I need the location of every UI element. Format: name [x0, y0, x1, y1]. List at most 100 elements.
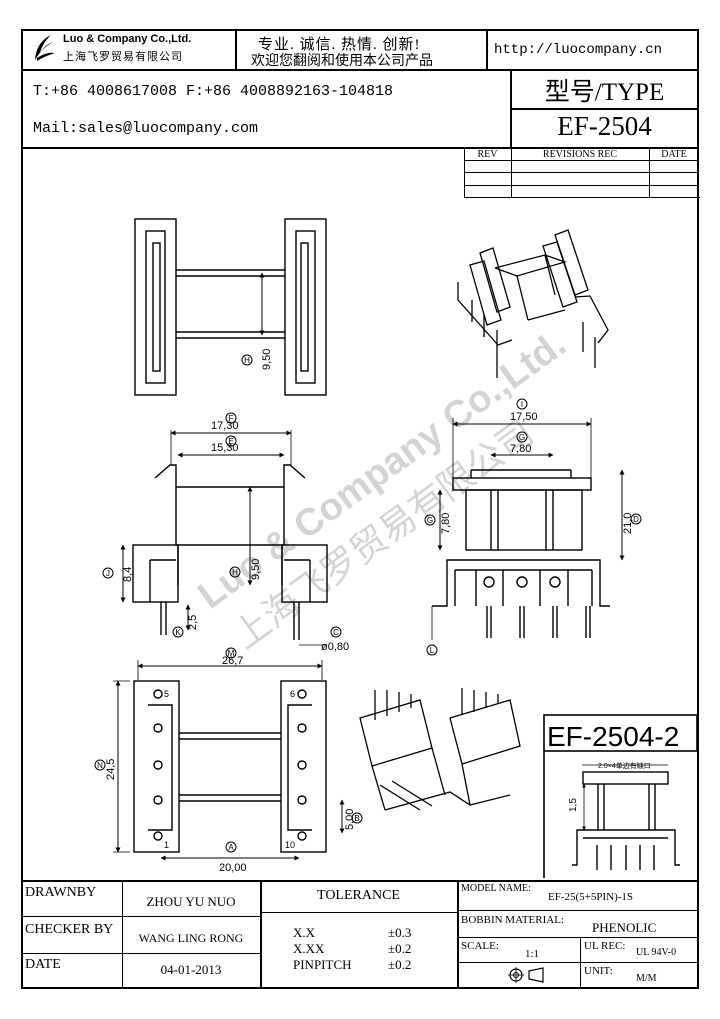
- marker-l: L: [426, 644, 438, 656]
- footer-row-line: [21, 953, 260, 954]
- footer-col-line: [580, 937, 581, 989]
- bobbin-value: PHENOLIC: [592, 920, 657, 935]
- footer-row-line: [457, 937, 699, 938]
- marker-j: J: [102, 567, 114, 579]
- marker-n-text: N: [97, 761, 103, 770]
- revisions-col-line: [511, 147, 512, 197]
- marker-g-2: G: [424, 514, 436, 526]
- revisions-row-line: [464, 185, 699, 186]
- dim-h-label: 9,50: [261, 349, 273, 370]
- detail-dim-s1: 1,5: [568, 798, 579, 812]
- marker-j-text: J: [106, 569, 110, 578]
- type-value: EF-2504: [557, 111, 652, 141]
- footer-row-line: [21, 916, 260, 917]
- technical-drawing: Luo & Company Co.,Ltd. 上海飞罗贸易有限公司: [94, 218, 698, 878]
- isometric-view: [457, 229, 609, 378]
- detail-dim-s2: 2.0×4单边有缺口: [598, 761, 651, 770]
- marker-b: B: [351, 812, 363, 824]
- model-value: EF-25(5+5PIN)-1S: [548, 891, 634, 903]
- date-value: 04-01-2013: [160, 962, 222, 977]
- end-view: [431, 418, 625, 640]
- revisions-row-line: [464, 172, 699, 173]
- company-url[interactable]: http://luocompany.cn: [494, 42, 663, 58]
- marker-m-text: M: [228, 649, 235, 658]
- dim-b-label: 5,00: [344, 809, 356, 830]
- dim-c-label: ø0,80: [321, 641, 349, 653]
- scale-label: SCALE:: [461, 940, 499, 952]
- company-slogan-1: 专业. 诚信. 热情. 创新!: [258, 37, 421, 53]
- ul-label: UL REC:: [584, 940, 626, 952]
- marker-h-2: H: [229, 566, 241, 578]
- revisions-row-line: [464, 160, 699, 161]
- drawing-frame: [21, 29, 699, 989]
- footer-col-line: [122, 880, 123, 989]
- revisions-col-rec: REVISIONS REC: [542, 149, 618, 160]
- marker-g-2-text: G: [427, 516, 433, 525]
- date-label: DATE: [25, 957, 61, 972]
- footer-col-line: [457, 880, 459, 989]
- marker-k-text: K: [175, 628, 181, 637]
- ul-value: UL 94V-0: [636, 947, 677, 958]
- marker-c-text: C: [333, 628, 339, 637]
- header-divider: [235, 29, 237, 70]
- dim-i-label: 17,50: [510, 411, 538, 423]
- company-name-en: Luo & Company Co.,Ltd.: [63, 33, 192, 45]
- dim-n-label: 24,5: [105, 759, 117, 780]
- pin-5: 5: [164, 689, 169, 699]
- contact-mail[interactable]: Mail:sales@luocompany.com: [33, 120, 259, 137]
- tol-x-label: X.X: [293, 925, 316, 940]
- projection-symbol-icon: [507, 966, 547, 984]
- detail-title: EF-2504-2: [547, 721, 679, 752]
- pin-6: 6: [290, 689, 295, 699]
- marker-b-text: B: [354, 814, 359, 823]
- tol-pin-value: ±0.2: [388, 957, 412, 972]
- header-bottom-line: [21, 147, 699, 149]
- unit-label: UNIT:: [584, 965, 613, 977]
- marker-c: C: [330, 626, 342, 638]
- marker-h-1: H: [241, 354, 253, 366]
- marker-h-2-text: H: [232, 568, 238, 577]
- footer-col-line: [260, 880, 262, 989]
- revisions-col-date: DATE: [661, 149, 687, 160]
- header-bottom-line: [21, 69, 699, 71]
- unit-value: M/M: [636, 973, 657, 984]
- pin-1: 1: [164, 840, 169, 850]
- front-view: [134, 218, 327, 396]
- detail-view: [543, 714, 698, 878]
- tolerance-label: TOLERANCE: [317, 888, 400, 903]
- footer-row-line: [457, 962, 699, 963]
- isometric-bottom-view: [359, 688, 521, 811]
- pin-10: 10: [285, 840, 295, 850]
- footer-top-line: [21, 880, 699, 882]
- dim-a-label: 20,00: [219, 862, 247, 874]
- marker-e-text: E: [228, 437, 233, 446]
- marker-h-1-text: H: [244, 356, 250, 365]
- marker-i: I: [516, 398, 528, 410]
- dim-j-label: 8,4: [122, 567, 134, 582]
- drawnby-value: ZHOU YU NUO: [146, 894, 236, 909]
- model-label: MODEL NAME:: [461, 883, 531, 894]
- marker-d-text: D: [633, 515, 639, 524]
- side-view: [120, 430, 328, 646]
- footer-row-line: [457, 910, 699, 911]
- marker-k: K: [172, 626, 184, 638]
- header-divider: [486, 29, 488, 70]
- revisions-col-line: [649, 147, 650, 197]
- marker-a: A: [225, 841, 237, 853]
- footer-row-line: [260, 912, 457, 913]
- dim-e-label: 15,30: [211, 442, 239, 454]
- dim-h2-label: 9,50: [250, 559, 262, 580]
- marker-e: E: [225, 435, 237, 447]
- type-label: 型号/TYPE: [544, 79, 665, 106]
- company-name-cn: 上海飞罗贸易有限公司: [63, 51, 183, 63]
- marker-d: D: [630, 513, 642, 525]
- dim-m-label: 26,7: [222, 655, 243, 667]
- marker-a-text: A: [228, 843, 234, 852]
- tol-xx-value: ±0.2: [388, 941, 412, 956]
- marker-l-text: L: [430, 646, 435, 655]
- marker-f-text: F: [229, 414, 234, 423]
- marker-i-text: I: [521, 400, 523, 409]
- tol-pin-label: PINPITCH: [293, 957, 352, 972]
- dim-g-label: 7,80: [440, 513, 452, 534]
- checker-label: CHECKER BY: [25, 922, 114, 937]
